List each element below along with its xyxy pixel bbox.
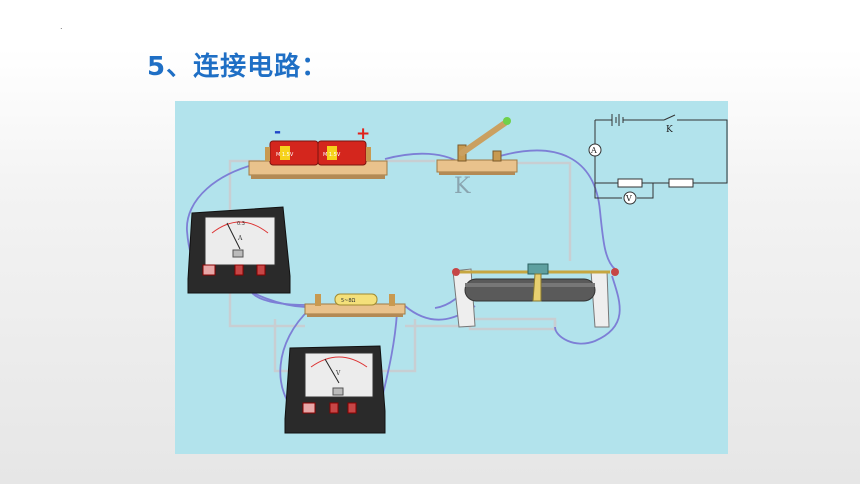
battery-holder: M 1.5V M 1.5V - + [248, 122, 388, 179]
voltmeter: V [284, 345, 386, 434]
slide-top-band [0, 0, 860, 40]
knife-switch: K [436, 117, 518, 199]
ammeter-scale-mid: 0.3 [237, 221, 245, 227]
resistor-label: 5~8Ω [341, 298, 356, 304]
circuit-illustration: M 1.5V M 1.5V - + K 0.3 A [186, 114, 728, 434]
battery-positive-sign: + [356, 124, 370, 144]
battery-negative-sign: - [274, 122, 281, 142]
circuit-schematic [588, 114, 728, 205]
circuit-diagram: M 1.5V M 1.5V - + K 0.3 A [175, 101, 728, 454]
slide-title: 5、连接电路： [147, 52, 329, 82]
ammeter: 0.3 A [187, 206, 291, 294]
schematic-ammeter-symbol: A [590, 146, 597, 155]
battery-cell-text-1: M 1.5V [276, 152, 294, 158]
switch-label: K [454, 174, 471, 199]
voltmeter-symbol: V [335, 370, 341, 377]
schematic-switch-label: K [666, 125, 673, 135]
rheostat [452, 263, 619, 328]
fixed-resistor: 5~8Ω [304, 293, 406, 317]
schematic-voltmeter-symbol: V [625, 194, 632, 203]
ammeter-symbol: A [237, 235, 243, 242]
battery-cell-text-2: M 1.5V [323, 152, 341, 158]
slide-marker: . [60, 22, 63, 31]
